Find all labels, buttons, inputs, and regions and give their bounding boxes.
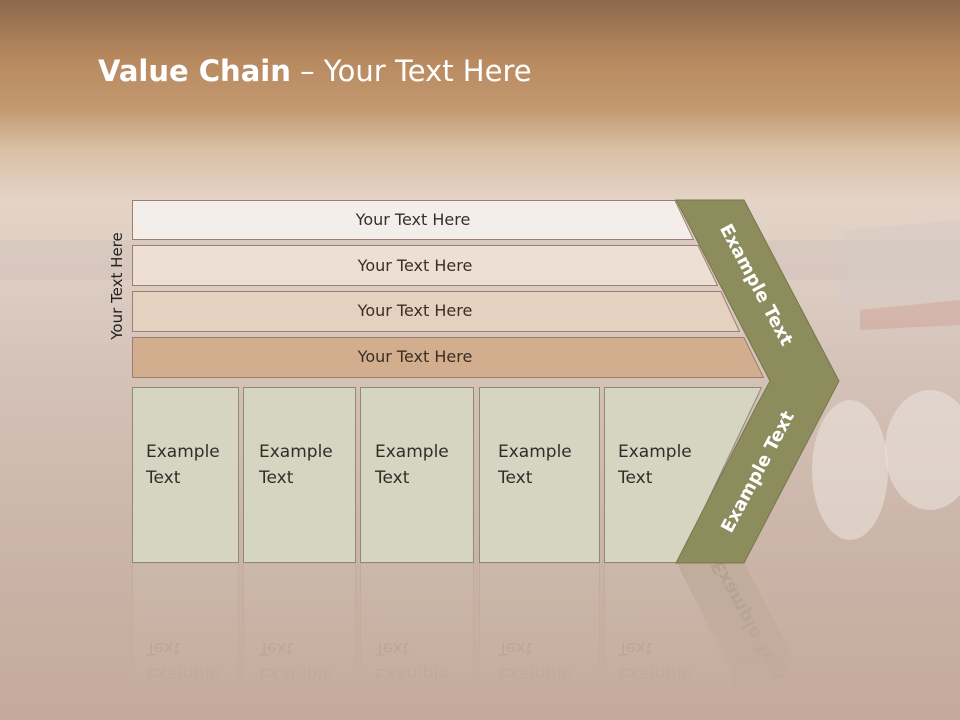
column-1-reflection-text: Example Text — [146, 635, 220, 687]
column-2-line2: Text — [259, 468, 294, 488]
column-2-reflection-line2: Text — [259, 638, 294, 658]
column-4-line1: Example — [498, 442, 572, 462]
column-5-line1: Example — [618, 442, 692, 462]
column-2-reflection-line1: Example — [259, 664, 333, 684]
slide-title: Value Chain – Your Text Here — [98, 54, 532, 88]
column-1-line2: Text — [146, 468, 181, 488]
bar-4-label: Your Text Here — [357, 347, 473, 366]
bar-1: Your Text Here — [132, 200, 694, 240]
column-4-reflection-line2: Text — [498, 638, 533, 658]
column-2-reflection-text: Example Text — [259, 635, 333, 687]
column-1-reflection-shape — [132, 563, 239, 713]
bar-3-shape — [132, 291, 740, 332]
chevron-reflection: Example Text — [676, 557, 796, 713]
column-3-line1: Example — [375, 442, 449, 462]
column-1-reflection: Example Text — [132, 563, 239, 713]
column-3-shape — [360, 387, 474, 563]
column-3-reflection: Example Text — [360, 563, 474, 713]
bar-2-shape — [132, 245, 718, 286]
title-bold: Value Chain — [98, 54, 291, 88]
title-rest: – Your Text Here — [290, 54, 532, 88]
bar-4: Your Text Here — [132, 337, 764, 378]
column-2-line1: Example — [259, 442, 333, 462]
bar-1-shape — [132, 200, 694, 240]
column-4-shape — [479, 387, 600, 563]
column-4-line2: Text — [498, 468, 533, 488]
column-2-reflection-shape — [243, 563, 356, 713]
column-3-reflection-line1: Example — [375, 664, 449, 684]
chevron-reflection-shape — [676, 563, 794, 713]
column-1-reflection-line2: Text — [146, 638, 181, 658]
column-4-reflection-shape — [479, 563, 600, 713]
column-4-reflection-text: Example Text — [498, 635, 572, 687]
column-5-line2: Text — [618, 468, 653, 488]
column-3-reflection-shape — [360, 563, 474, 713]
bar-3-label: Your Text Here — [357, 301, 473, 320]
column-5-reflection-shape — [604, 563, 750, 713]
column-4-reflection-line1: Example — [498, 664, 572, 684]
column-1-reflection-line1: Example — [146, 664, 220, 684]
column-4-reflection: Example Text — [479, 563, 600, 713]
column-1-line1: Example — [146, 442, 220, 462]
bar-2-label: Your Text Here — [357, 256, 473, 275]
column-3-line2: Text — [375, 468, 410, 488]
column-1-shape — [132, 387, 239, 563]
column-3-reflection-text: Example Text — [375, 635, 449, 687]
chevron-arrow — [675, 199, 840, 564]
column-2-reflection: Example Text — [243, 563, 356, 713]
bar-2: Your Text Here — [132, 245, 718, 286]
column-2-shape — [243, 387, 356, 563]
column-3-reflection-line2: Text — [375, 638, 410, 658]
bar-4-shape — [132, 337, 764, 378]
bar-3: Your Text Here — [132, 291, 740, 332]
bar-1-label: Your Text Here — [355, 210, 471, 229]
